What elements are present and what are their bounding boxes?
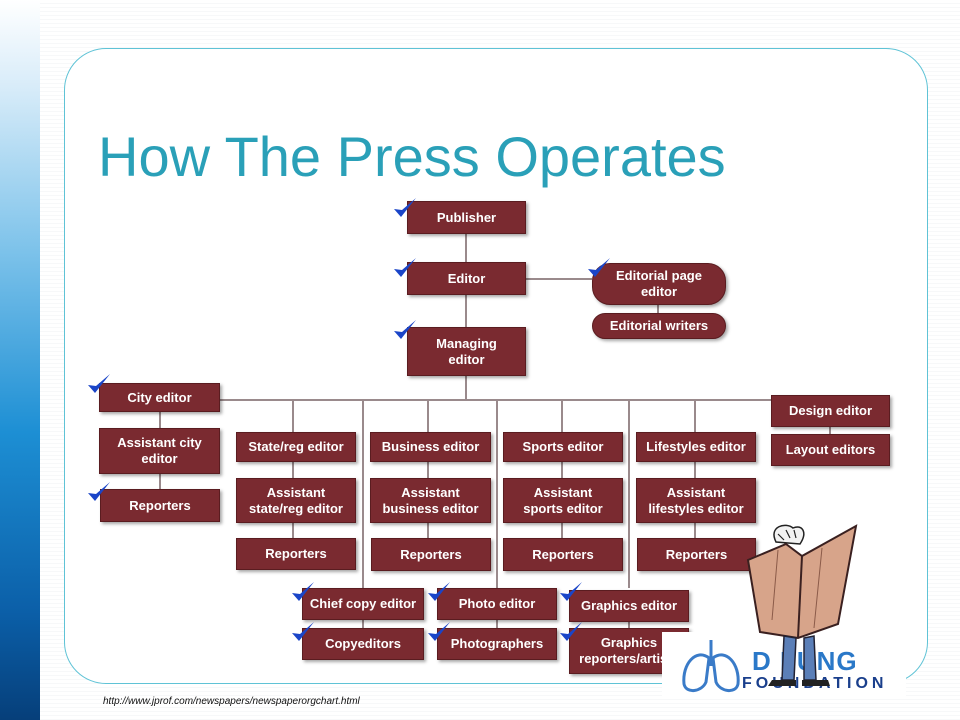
node-design-editor: Design editor xyxy=(771,395,890,427)
checkmark-icon xyxy=(394,198,416,217)
node-editorial-page-editor: Editorial page editor xyxy=(592,263,726,305)
source-citation: http://www.jprof.com/newspapers/newspape… xyxy=(103,696,360,707)
node-editor: Editor xyxy=(407,262,526,295)
node-chief-copy-editor: Chief copy editor xyxy=(302,588,424,620)
checkmark-icon xyxy=(560,582,582,601)
lungs-icon xyxy=(682,640,740,692)
node-graphics-editor: Graphics editor xyxy=(569,590,689,622)
node-assistant-business-editor: Assistant business editor xyxy=(370,478,491,523)
node-state-reporters: Reporters xyxy=(236,538,356,570)
node-lifestyles-reporters: Reporters xyxy=(637,538,756,571)
node-assistant-lifestyles-editor: Assistant lifestyles editor xyxy=(636,478,756,523)
node-assistant-sports-editor: Assistant sports editor xyxy=(503,478,623,523)
node-publisher: Publisher xyxy=(407,201,526,234)
cartoon-newspaper-reader-icon xyxy=(746,524,858,686)
node-city-editor: City editor xyxy=(99,383,220,412)
node-sports-reporters: Reporters xyxy=(503,538,623,571)
node-managing-editor: Managing editor xyxy=(407,327,526,376)
node-lifestyles-editor: Lifestyles editor xyxy=(636,432,756,462)
checkmark-icon xyxy=(88,482,110,501)
checkmark-icon xyxy=(88,374,110,393)
node-city-reporters: Reporters xyxy=(100,489,220,522)
node-business-editor: Business editor xyxy=(370,432,491,462)
checkmark-icon xyxy=(428,622,450,641)
node-copyeditors: Copyeditors xyxy=(302,628,424,660)
checkmark-icon xyxy=(588,258,610,277)
node-photo-editor: Photo editor xyxy=(437,588,557,620)
sidebar-gradient xyxy=(0,0,40,720)
checkmark-icon xyxy=(394,320,416,339)
node-state-reg-editor: State/reg editor xyxy=(236,432,356,462)
node-photographers: Photographers xyxy=(437,628,557,660)
node-assistant-state-reg-editor: Assistant state/reg editor xyxy=(236,478,356,523)
slide-title: How The Press Operates xyxy=(98,125,726,188)
checkmark-icon xyxy=(394,258,416,277)
checkmark-icon xyxy=(428,582,450,601)
checkmark-icon xyxy=(292,582,314,601)
checkmark-icon xyxy=(292,622,314,641)
checkmark-icon xyxy=(560,622,582,641)
node-editorial-writers: Editorial writers xyxy=(592,313,726,339)
node-layout-editors: Layout editors xyxy=(771,434,890,466)
node-sports-editor: Sports editor xyxy=(503,432,623,462)
node-assistant-city-editor: Assistant city editor xyxy=(99,428,220,474)
node-business-reporters: Reporters xyxy=(371,538,491,571)
